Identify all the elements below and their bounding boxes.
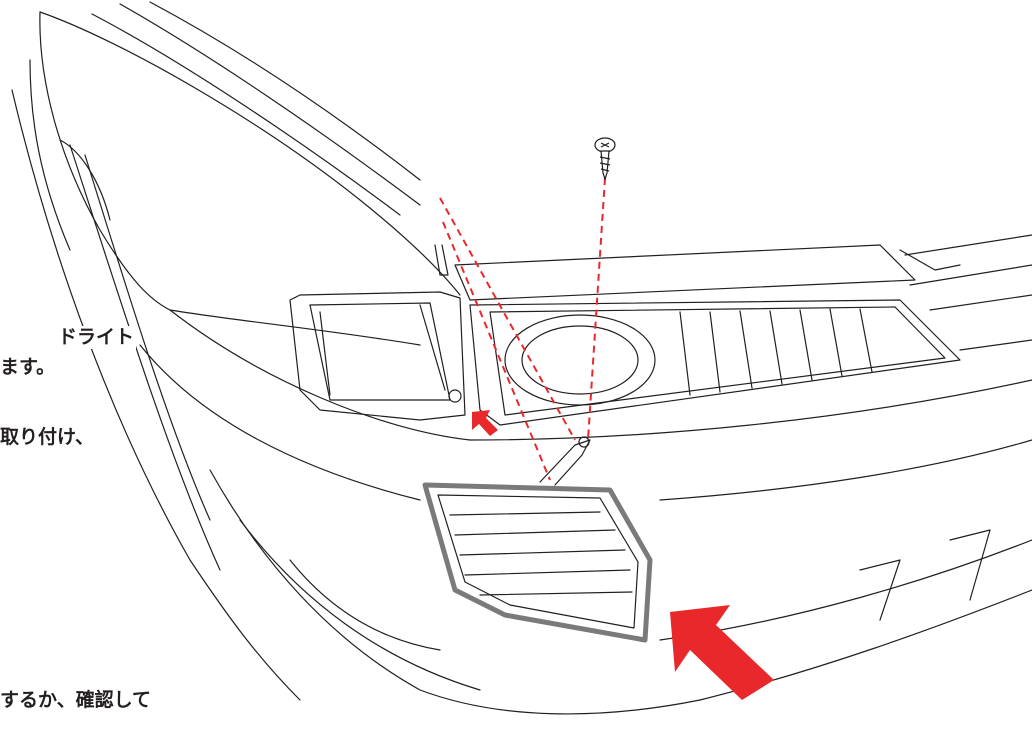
grille-outline bbox=[899, 234, 1032, 351]
caption-line-4: するか、確認して bbox=[0, 689, 154, 712]
red-arrow-small bbox=[472, 410, 498, 436]
fender-outline bbox=[11, 89, 301, 701]
caption-line-1: ドライト bbox=[58, 326, 137, 349]
hood-outline bbox=[29, 1, 461, 346]
red-arrow-large bbox=[670, 605, 774, 700]
guide-lines bbox=[439, 177, 606, 481]
caption-line-3: 取り付け、 bbox=[0, 426, 97, 449]
headlight-lens bbox=[454, 244, 961, 426]
screw-icon bbox=[594, 137, 616, 181]
caption-line-2: ます。 bbox=[0, 356, 58, 379]
corner-lamp bbox=[422, 436, 653, 643]
headlight-housing bbox=[289, 244, 466, 421]
